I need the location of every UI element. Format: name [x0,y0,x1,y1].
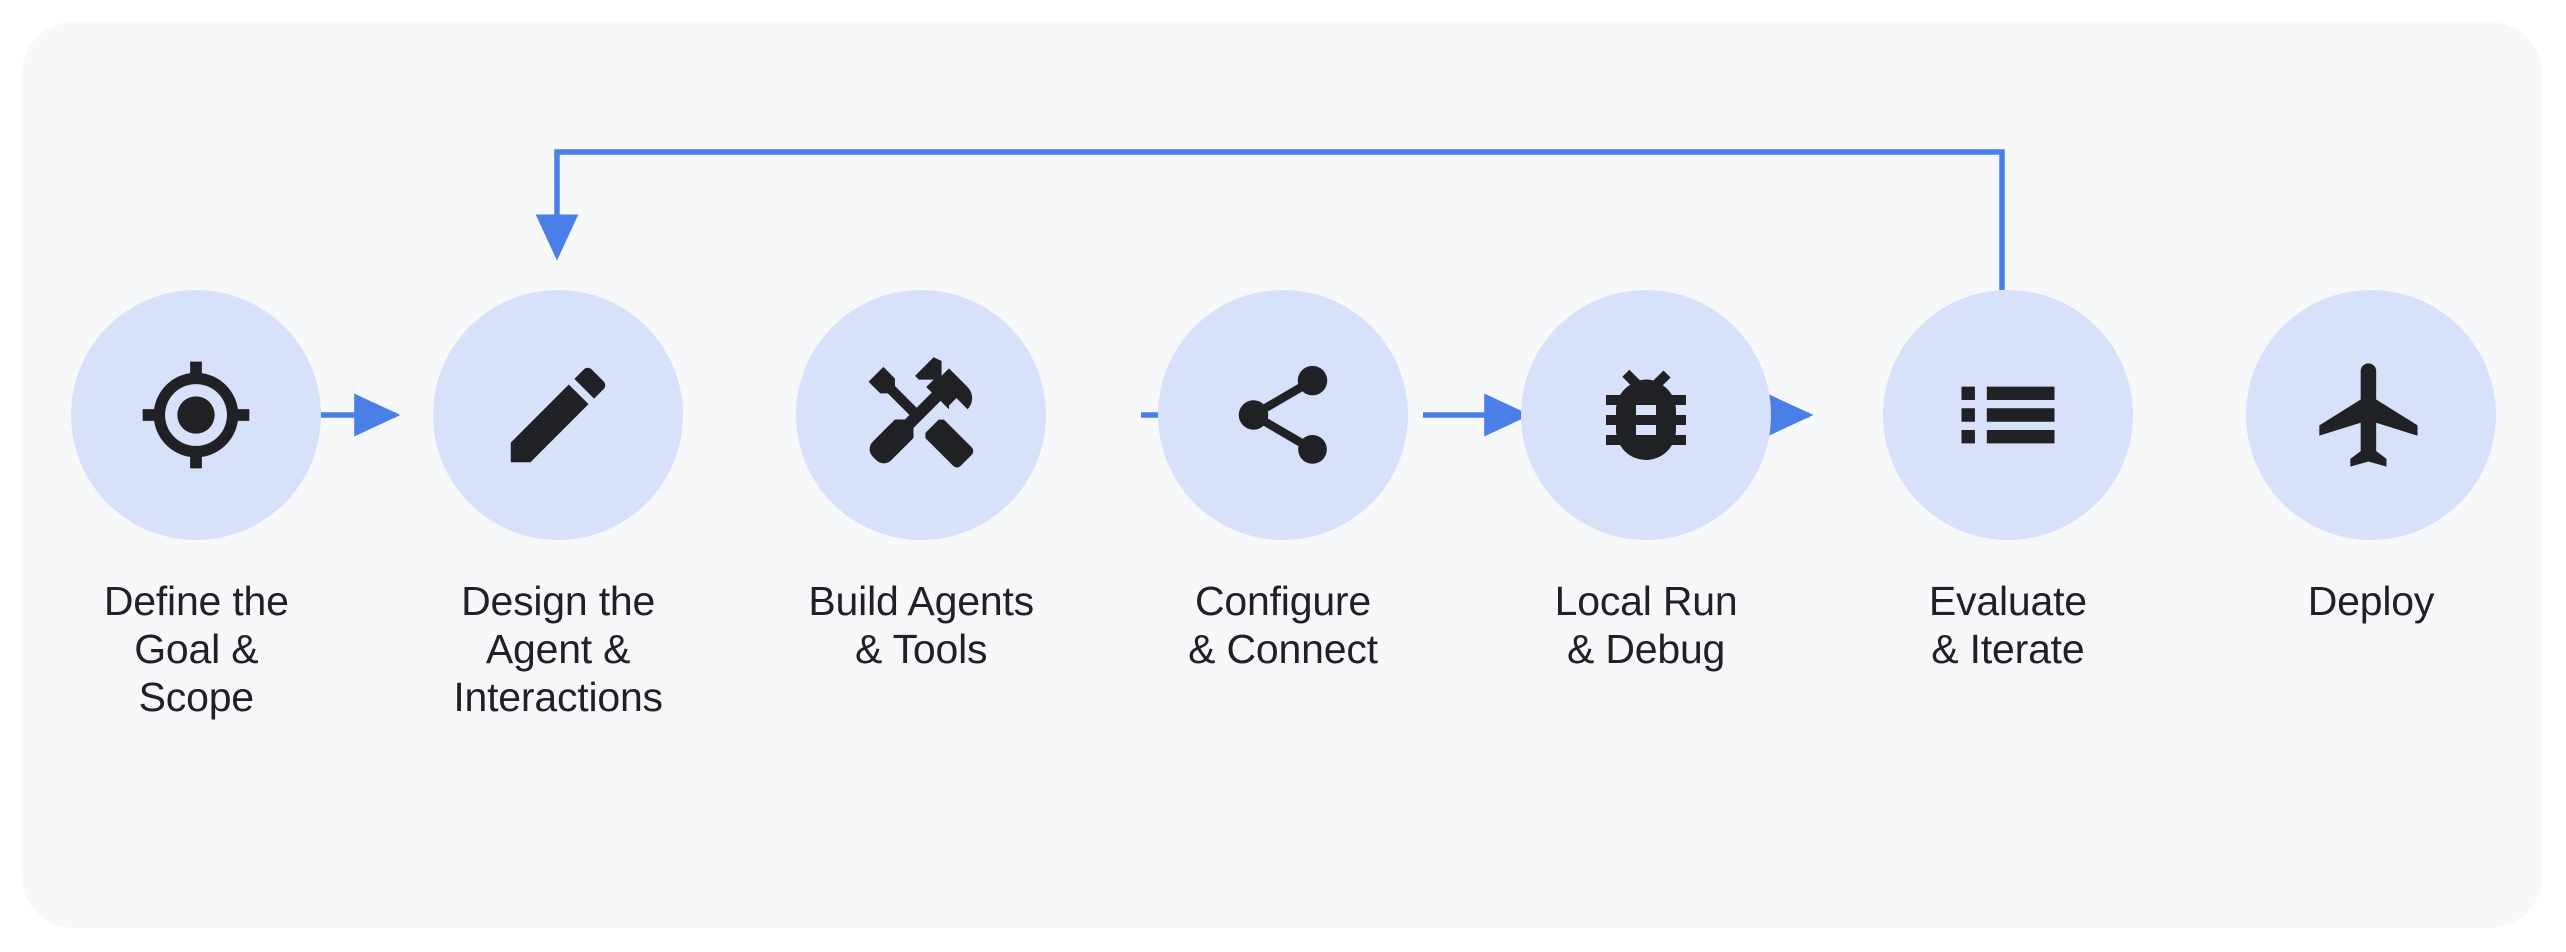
bug-icon [1606,369,1687,460]
step-label: Define the Goal & Scope [103,578,289,720]
step-deploy[interactable]: Deploy [2221,290,2521,626]
step-design-agent-interactions[interactable]: Design the Agent & Interactions [408,290,708,722]
hammer-wrench-icon [868,357,974,468]
step-icon-circle[interactable] [1882,290,2133,540]
step-configure-connect[interactable]: Configure & Connect [1133,290,1433,674]
step-icon-circle[interactable] [71,290,322,540]
pencil-edit-icon [510,367,606,463]
step-build-agents-tools[interactable]: Build Agents & Tools [771,290,1071,674]
step-local-run-debug[interactable]: Local Run & Debug [1496,290,1796,674]
step-icon-circle[interactable] [796,290,1047,540]
bulleted-list-icon [1961,386,2055,444]
step-label: Local Run & Debug [1554,578,1738,672]
step-label: Design the Agent & Interactions [453,578,663,720]
target-crosshair-icon [142,361,250,469]
step-icon-circle[interactable] [1158,290,1408,540]
step-label: Configure & Connect [1188,578,1378,672]
step-icon-circle[interactable] [2245,290,2496,540]
step-icon-circle[interactable] [1521,290,1772,540]
step-evaluate-iterate[interactable]: Evaluate & Iterate [1858,290,2158,674]
share-network-icon [1238,365,1328,464]
airplane-deploy-icon [2319,363,2418,467]
step-define-goal-scope[interactable]: Define the Goal & Scope [46,290,346,722]
step-label: Build Agents & Tools [808,578,1034,672]
step-label: Evaluate & Iterate [1928,578,2087,672]
step-icon-circle[interactable] [433,290,684,540]
step-label: Deploy [2307,578,2435,624]
